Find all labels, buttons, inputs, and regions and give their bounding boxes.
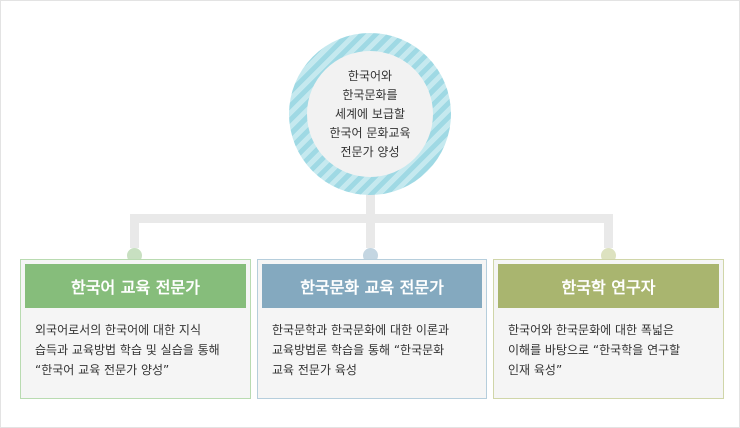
goal-circle-inner: 한국어와 한국문화를 세계에 보급할 한국어 문화교육 전문가 양성 (307, 51, 433, 177)
card-description-line: 교육방법론 학습을 통해 “한국문화 (272, 343, 445, 357)
card-title: 한국어 교육 전문가 (25, 264, 246, 308)
card-description: 외국어로서의 한국어에 대한 지식 습득과 교육방법 학습 및 실습을 통해 “… (35, 320, 242, 380)
connector-drop-3 (604, 214, 613, 248)
card-korean-studies-researcher: 한국학 연구자 한국어와 한국문화에 대한 폭넓은 이해를 바탕으로 “한국학을… (493, 259, 724, 399)
card-description-line: 교육 전문가 육성 (272, 363, 357, 377)
card-description-line: 한국어와 한국문화에 대한 폭넓은 (508, 323, 675, 337)
connector-drop-2 (366, 214, 375, 248)
card-description: 한국어와 한국문화에 대한 폭넓은 이해를 바탕으로 “한국학을 연구할 인재 … (508, 320, 715, 380)
connector-drop-1 (130, 214, 139, 248)
card-description-line: 습득과 교육방법 학습 및 실습을 통해 (35, 343, 220, 357)
goal-line-2: 한국문화를 (342, 87, 398, 102)
connector-stem (366, 191, 375, 215)
card-description-line: 한국문학과 한국문화에 대한 이론과 (272, 323, 450, 337)
card-description-line: “한국어 교육 전문가 양성” (35, 363, 170, 377)
card-korean-language-educator: 한국어 교육 전문가 외국어로서의 한국어에 대한 지식 습득과 교육방법 학습… (20, 259, 251, 399)
card-description-line: 이해를 바탕으로 “한국학을 연구할 (508, 343, 681, 357)
goal-line-4: 한국어 문화교육 (329, 125, 411, 140)
card-description-line: 외국어로서의 한국어에 대한 지식 (35, 323, 202, 337)
card-korean-culture-educator: 한국문화 교육 전문가 한국문학과 한국문화에 대한 이론과 교육방법론 학습을… (257, 259, 487, 399)
goal-line-5: 전문가 양성 (340, 144, 400, 159)
goal-line-1: 한국어와 (347, 68, 393, 83)
goal-line-3: 세계에 보급할 (334, 106, 406, 121)
card-title: 한국문화 교육 전문가 (262, 264, 482, 308)
card-description: 한국문학과 한국문화에 대한 이론과 교육방법론 학습을 통해 “한국문화 교육… (272, 320, 478, 380)
card-title: 한국학 연구자 (498, 264, 719, 308)
goal-circle: 한국어와 한국문화를 세계에 보급할 한국어 문화교육 전문가 양성 (289, 33, 451, 195)
card-description-line: 인재 육성” (508, 363, 563, 377)
